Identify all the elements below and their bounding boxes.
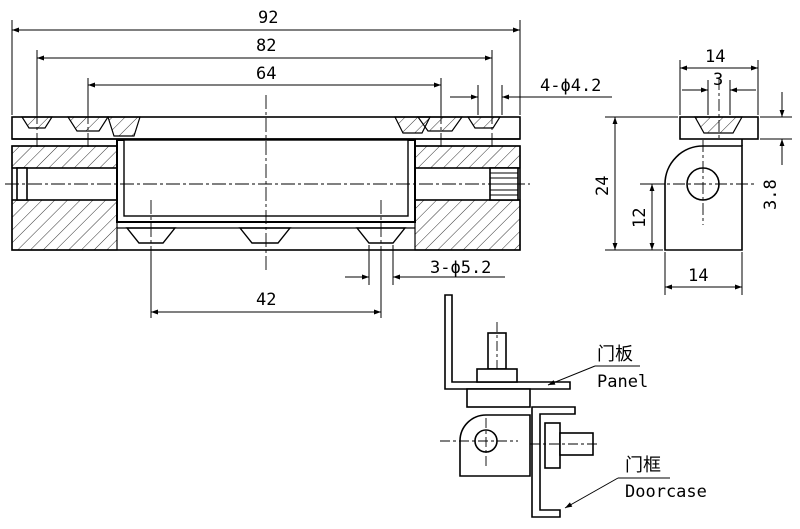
dim-top-hole-spacing-inner	[87, 78, 442, 115]
label-top-hole-spacing-inner: 64	[256, 64, 276, 84]
label-frame-en: Doorcase	[625, 482, 707, 502]
side-view	[605, 60, 792, 295]
dim-top-hole-spacing-outer	[36, 50, 493, 115]
label-side-height: 24	[593, 176, 613, 196]
dim-side-top-width	[679, 60, 759, 115]
label-frame-cn: 门框	[625, 455, 661, 476]
dim-overall-length	[11, 20, 521, 115]
label-side-offset: 3.8	[761, 179, 781, 210]
front-view	[5, 20, 612, 318]
label-panel-cn: 门板	[597, 344, 633, 365]
install-view	[440, 294, 670, 518]
dim-side-pivot-height	[640, 183, 665, 250]
label-side-pivot-height: 12	[630, 208, 650, 228]
dim-bottom-hole-spacing	[150, 252, 382, 318]
label-side-slot-width: 3	[713, 70, 723, 90]
dim-side-bottom-width	[664, 252, 743, 295]
label-bottom-holes-callout: 3-ϕ5.2	[430, 258, 491, 278]
callout-bottom-holes	[345, 245, 505, 285]
label-panel-en: Panel	[597, 372, 648, 392]
label-bottom-hole-spacing: 42	[256, 290, 276, 310]
callout-top-holes	[450, 85, 612, 115]
label-top-holes-callout: 4-ϕ4.2	[540, 76, 601, 96]
label-top-hole-spacing-outer: 82	[256, 36, 276, 56]
dim-side-offset	[760, 92, 792, 165]
label-side-bottom-width: 14	[688, 266, 708, 286]
front-center-lines	[5, 95, 530, 272]
label-overall-length: 92	[258, 8, 278, 28]
dim-side-slot-width	[682, 80, 756, 115]
label-side-top-width: 14	[705, 47, 725, 67]
dim-side-height	[605, 116, 678, 251]
